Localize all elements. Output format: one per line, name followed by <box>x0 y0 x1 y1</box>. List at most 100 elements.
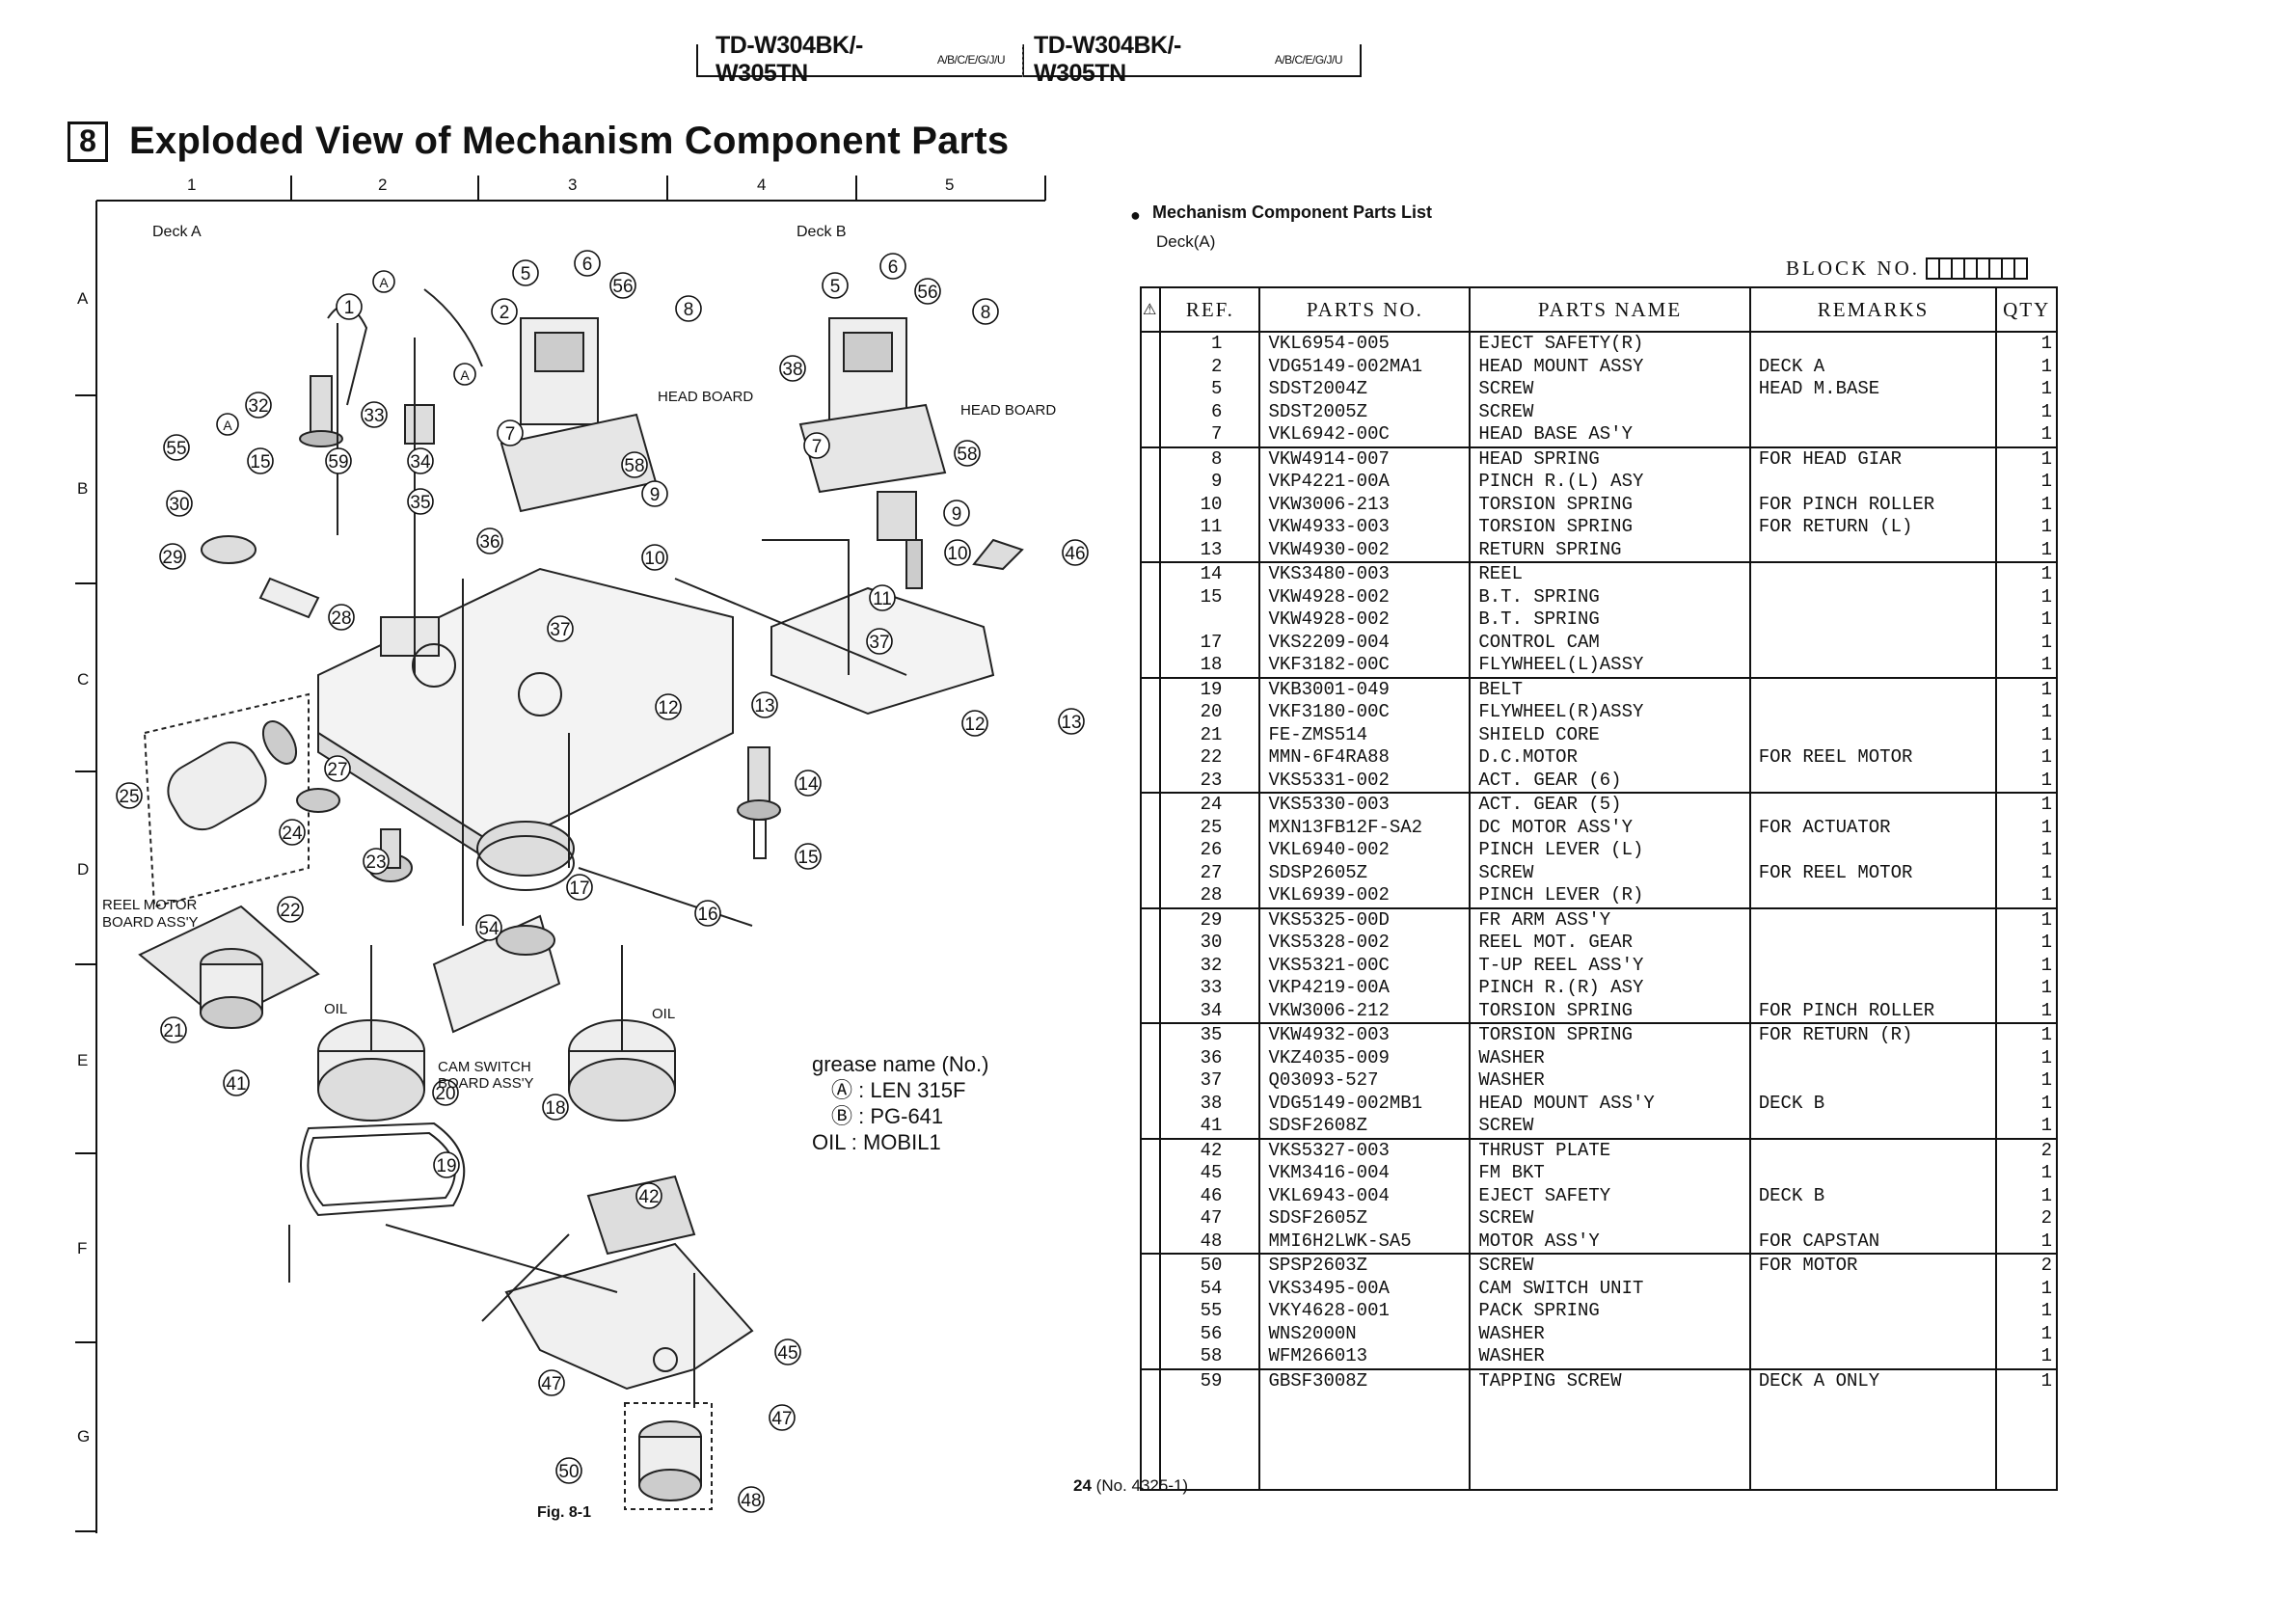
center-divider <box>1022 44 1023 77</box>
cell-ref: 2 <box>1159 355 1261 378</box>
cell-remarks: FOR REEL MOTOR <box>1748 861 1998 884</box>
cell-qty: 1 <box>1995 723 2058 746</box>
cell-qty: 1 <box>1995 516 2058 539</box>
cell-parts-no: VKP4221-00A <box>1258 471 1472 494</box>
cell-parts-name: HEAD SPRING <box>1469 446 1751 471</box>
cell-parts-name: BELT <box>1469 676 1751 701</box>
svg-text:46: 46 <box>1065 544 1085 564</box>
cell-parts-no: WNS2000N <box>1258 1322 1472 1345</box>
cell-mark <box>1139 932 1162 955</box>
svg-text:48: 48 <box>741 1491 761 1511</box>
cell-remarks <box>1748 400 1998 423</box>
head-board-b-label: HEAD BOARD <box>960 402 1057 419</box>
grease-oil: OIL : MOBIL1 <box>812 1130 941 1154</box>
cell-qty: 1 <box>1995 331 2058 356</box>
cell-parts-no: MMN-6F4RA88 <box>1258 746 1472 770</box>
grid-row-g: G <box>77 1427 91 1446</box>
svg-text:21: 21 <box>163 1021 183 1041</box>
grid-row-d: D <box>77 860 90 879</box>
cell-ref <box>1159 608 1261 632</box>
cell-mark <box>1139 516 1162 539</box>
cell-parts-name: B.T. SPRING <box>1469 608 1751 632</box>
cell-remarks <box>1748 608 1998 632</box>
cell-mark <box>1139 906 1162 932</box>
cell-parts-no: VKF3182-00C <box>1258 654 1472 678</box>
section-title-text: Exploded View of Mechanism Component Par… <box>129 120 1010 162</box>
cell-remarks <box>1748 676 1998 701</box>
svg-text:9: 9 <box>952 504 962 525</box>
cell-qty: 1 <box>1995 1162 2058 1185</box>
cell-mark <box>1139 423 1162 447</box>
cell-mark <box>1139 654 1162 678</box>
cell-ref: 25 <box>1159 816 1261 839</box>
cell-mark <box>1139 1162 1162 1185</box>
cell-remarks <box>1748 1277 1998 1300</box>
block-no-label: BLOCK NO. <box>1786 257 1921 280</box>
cell-ref: 17 <box>1159 631 1261 654</box>
model-text: TD-W304BK/-W305TN <box>716 32 863 87</box>
grid-row-a: A <box>77 289 89 308</box>
cell-parts-no: SDST2004Z <box>1258 378 1472 401</box>
cell-remarks <box>1748 932 1998 955</box>
svg-text:17: 17 <box>569 879 589 899</box>
cell-parts-name: HEAD BASE AS'Y <box>1469 423 1751 447</box>
cell-ref: 47 <box>1159 1207 1261 1230</box>
svg-text:37: 37 <box>550 620 570 640</box>
col-parts-no: PARTS NO. <box>1258 286 1472 333</box>
cell-ref: 5 <box>1159 378 1261 401</box>
cell-remarks: FOR PINCH ROLLER <box>1748 999 1998 1023</box>
cell-parts-name: WASHER <box>1469 1322 1751 1345</box>
cell-parts-name: PACK SPRING <box>1469 1300 1751 1323</box>
cell-remarks <box>1748 977 1998 1000</box>
cell-mark <box>1139 538 1162 562</box>
cell-ref: 23 <box>1159 769 1261 793</box>
cell-ref: 54 <box>1159 1277 1261 1300</box>
cell-qty: 1 <box>1995 493 2058 516</box>
svg-text:6: 6 <box>582 255 593 275</box>
cell-remarks <box>1748 1207 1998 1230</box>
cell-ref: 10 <box>1159 493 1261 516</box>
cell-mark <box>1139 792 1162 817</box>
cell-mark <box>1139 1230 1162 1254</box>
cell-ref: 33 <box>1159 977 1261 1000</box>
cell-parts-name: SCREW <box>1469 1207 1751 1230</box>
cell-mark <box>1139 1345 1162 1369</box>
grid-col-2: 2 <box>378 176 388 194</box>
cell-remarks: FOR MOTOR <box>1748 1253 1998 1278</box>
svg-text:47: 47 <box>771 1409 792 1429</box>
cell-ref: 45 <box>1159 1162 1261 1185</box>
svg-text:1: 1 <box>344 298 355 318</box>
cell-mark <box>1139 839 1162 862</box>
cell-qty: 1 <box>1995 816 2058 839</box>
grid-col-1: 1 <box>187 176 197 194</box>
cell-remarks: FOR RETURN (R) <box>1748 1022 1998 1047</box>
cell-qty: 1 <box>1995 1184 2058 1207</box>
cell-qty: 1 <box>1995 1069 2058 1093</box>
cell-parts-no: VKW4930-002 <box>1258 538 1472 562</box>
cell-ref: 46 <box>1159 1184 1261 1207</box>
cell-ref: 35 <box>1159 1022 1261 1047</box>
svg-text:41: 41 <box>226 1074 246 1095</box>
cell-ref: 29 <box>1159 906 1261 932</box>
cell-parts-no: VKZ4035-009 <box>1258 1046 1472 1069</box>
grease-heading: grease name (No.) <box>812 1052 989 1076</box>
cell-remarks <box>1748 538 1998 562</box>
cell-ref: 30 <box>1159 932 1261 955</box>
svg-text:12: 12 <box>658 698 678 718</box>
cell-parts-name: SCREW <box>1469 1115 1751 1139</box>
svg-text:8: 8 <box>684 300 694 320</box>
cell-parts-no: VKW4928-002 <box>1258 585 1472 608</box>
